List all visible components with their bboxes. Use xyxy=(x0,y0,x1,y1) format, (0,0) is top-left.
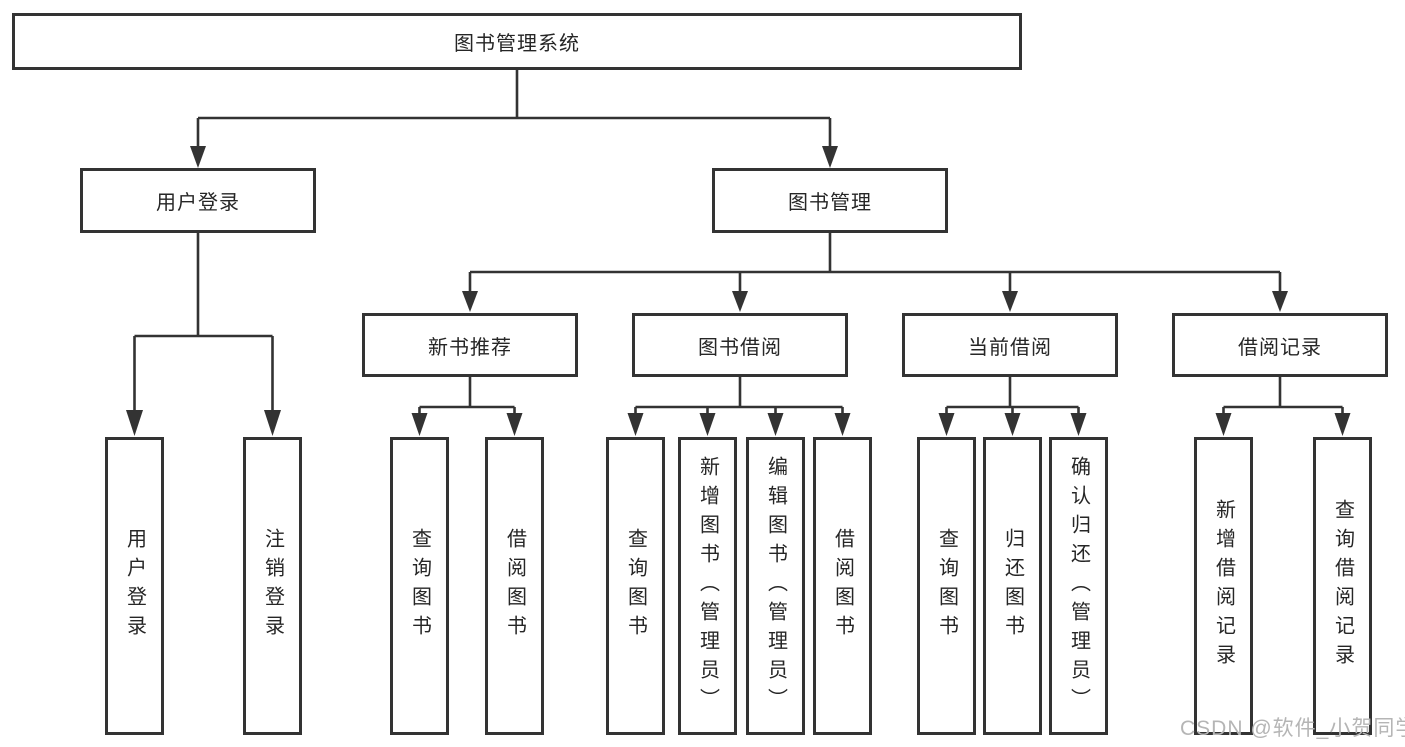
csdn-watermark: CSDN @软件_小贺同学 xyxy=(1180,717,1405,740)
node-query-books-borrow-label: 查询图书 xyxy=(624,528,647,644)
node-add-borrow-record-label: 新增借阅记录 xyxy=(1212,499,1235,673)
node-add-book-admin-label: 新增图书（管理员） xyxy=(696,455,719,717)
node-borrow-records: 借阅记录 xyxy=(1172,313,1388,377)
node-query-books-current: 查询图书 xyxy=(917,437,976,735)
node-borrow-books-borrow: 借阅图书 xyxy=(813,437,872,735)
node-edit-book-admin-label: 编辑图书（管理员） xyxy=(764,455,787,717)
connector-new-book-recommend xyxy=(411,377,523,436)
node-query-books-recommend-label: 查询图书 xyxy=(408,528,431,644)
node-login-label: 用户登录 xyxy=(123,528,146,644)
node-return-book: 归还图书 xyxy=(983,437,1042,735)
node-return-book-label: 归还图书 xyxy=(1001,528,1024,644)
node-borrow-books-recommend: 借阅图书 xyxy=(485,437,544,735)
node-current-borrow: 当前借阅 xyxy=(902,313,1118,377)
node-add-book-admin: 新增图书（管理员） xyxy=(678,437,737,735)
node-logout-label: 注销登录 xyxy=(261,528,284,644)
node-query-books-borrow: 查询图书 xyxy=(606,437,665,735)
node-confirm-return-admin: 确认归还（管理员） xyxy=(1049,437,1108,735)
node-edit-book-admin: 编辑图书（管理员） xyxy=(746,437,805,735)
connector-current-borrow xyxy=(938,377,1087,436)
node-login: 用户登录 xyxy=(105,437,164,735)
node-logout: 注销登录 xyxy=(243,437,302,735)
connector-borrow-records xyxy=(1215,377,1351,436)
node-add-borrow-record: 新增借阅记录 xyxy=(1194,437,1253,735)
node-new-book-recommend: 新书推荐 xyxy=(362,313,578,377)
node-confirm-return-admin-label: 确认归还（管理员） xyxy=(1067,455,1090,717)
node-book-borrow: 图书借阅 xyxy=(632,313,848,377)
connector-root xyxy=(190,70,838,168)
node-user-login: 用户登录 xyxy=(80,168,316,233)
node-borrow-books-borrow-label: 借阅图书 xyxy=(831,528,854,644)
node-query-books-recommend: 查询图书 xyxy=(390,437,449,735)
connector-book-management xyxy=(462,233,1288,312)
node-query-borrow-record-label: 查询借阅记录 xyxy=(1331,499,1354,673)
connector-user-login xyxy=(126,233,281,436)
node-book-management: 图书管理 xyxy=(712,168,948,233)
node-query-books-current-label: 查询图书 xyxy=(935,528,958,644)
connector-book-borrow xyxy=(627,377,851,436)
node-borrow-books-recommend-label: 借阅图书 xyxy=(503,528,526,644)
node-query-borrow-record: 查询借阅记录 xyxy=(1313,437,1372,735)
node-library-system: 图书管理系统 xyxy=(12,13,1022,70)
